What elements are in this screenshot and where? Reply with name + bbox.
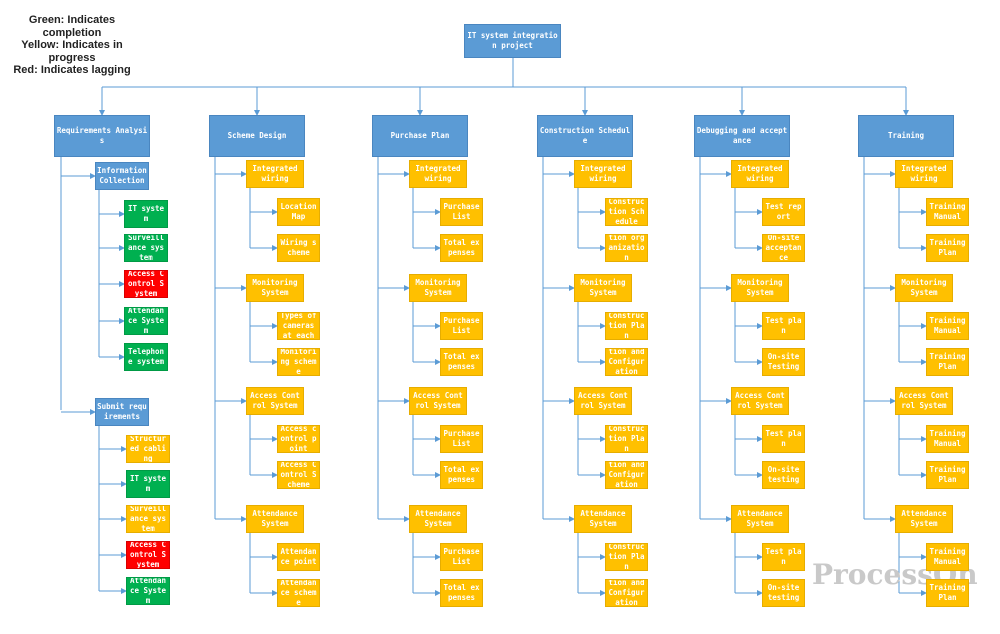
item-types-of-cameras-at-each[interactable]: Types of cameras at each	[277, 312, 320, 340]
item-tion-and-configuration[interactable]: tion and Configuration	[605, 348, 648, 376]
item-purchase-list[interactable]: Purchase List	[440, 543, 483, 571]
group-information-collection[interactable]: Information Collection	[95, 162, 149, 190]
item-total-expenses[interactable]: Total expenses	[440, 234, 483, 262]
item-structured-cabling[interactable]: Structured cabling	[126, 435, 170, 463]
column-title-scheme-design[interactable]: Scheme Design	[209, 115, 305, 157]
item-location-map[interactable]: Location Map	[277, 198, 320, 226]
item-monitoring-scheme[interactable]: Monitoring scheme	[277, 348, 320, 376]
item-telephone-system[interactable]: Telephone system	[124, 343, 168, 371]
item-tion-and-configuration[interactable]: tion and Configuration	[605, 461, 648, 489]
group-monitoring-system[interactable]: Monitoring System	[731, 274, 789, 302]
item-training-manual[interactable]: Training Manual	[926, 198, 969, 226]
group-access-control-system[interactable]: Access Control System	[409, 387, 467, 415]
item-total-expenses[interactable]: Total expenses	[440, 348, 483, 376]
item-on-site-testing[interactable]: On-site Testing	[762, 348, 805, 376]
item-purchase-list[interactable]: Purchase List	[440, 198, 483, 226]
item-training-manual[interactable]: Training Manual	[926, 543, 969, 571]
group-monitoring-system[interactable]: Monitoring System	[409, 274, 467, 302]
item-construction-plan[interactable]: Construction Plan	[605, 312, 648, 340]
item-test-plan[interactable]: Test plan	[762, 425, 805, 453]
item-training-manual[interactable]: Training Manual	[926, 312, 969, 340]
group-monitoring-system[interactable]: Monitoring System	[574, 274, 632, 302]
item-access-control-scheme[interactable]: Access Control Scheme	[277, 461, 320, 489]
item-attendance-point[interactable]: Attendance point	[277, 543, 320, 571]
item-test-plan[interactable]: Test plan	[762, 543, 805, 571]
column-title-purchase-plan[interactable]: Purchase Plan	[372, 115, 468, 157]
item-attendance-system[interactable]: Attendance System	[126, 577, 170, 605]
item-attendance-scheme[interactable]: Attendance scheme	[277, 579, 320, 607]
item-surveillance-system[interactable]: Surveillance system	[126, 505, 170, 533]
item-total-expenses[interactable]: Total expenses	[440, 461, 483, 489]
item-test-plan[interactable]: Test plan	[762, 312, 805, 340]
root-node[interactable]: IT system integration project	[464, 24, 561, 58]
item-training-plan[interactable]: Training Plan	[926, 579, 969, 607]
item-construction-schedule[interactable]: Construction Schedule	[605, 198, 648, 226]
group-access-control-system[interactable]: Access Control System	[731, 387, 789, 415]
item-training-plan[interactable]: Training Plan	[926, 348, 969, 376]
item-access-control-point[interactable]: Access control point	[277, 425, 320, 453]
column-title-requirements-analysis[interactable]: Requirements Analysis	[54, 115, 150, 157]
group-attendance-system[interactable]: Attendance System	[409, 505, 467, 533]
group-integrated-wiring[interactable]: Integrated wiring	[574, 160, 632, 188]
item-tion-organization[interactable]: tion organization	[605, 234, 648, 262]
item-training-plan[interactable]: Training Plan	[926, 461, 969, 489]
group-integrated-wiring[interactable]: Integrated wiring	[409, 160, 467, 188]
item-access-control-system[interactable]: Access Control System	[126, 541, 170, 569]
item-on-site-testing[interactable]: On-site testing	[762, 579, 805, 607]
group-access-control-system[interactable]: Access Control System	[574, 387, 632, 415]
group-access-control-system[interactable]: Access Control System	[246, 387, 304, 415]
item-construction-plan[interactable]: Construction Plan	[605, 425, 648, 453]
item-total-expenses[interactable]: Total expenses	[440, 579, 483, 607]
item-it-system[interactable]: IT system	[126, 470, 170, 498]
legend-green: Green: Indicates completion	[28, 14, 116, 39]
column-title-training[interactable]: Training	[858, 115, 954, 157]
item-test-report[interactable]: Test report	[762, 198, 805, 226]
group-monitoring-system[interactable]: Monitoring System	[246, 274, 304, 302]
group-monitoring-system[interactable]: Monitoring System	[895, 274, 953, 302]
item-attendance-system[interactable]: Attendance System	[124, 307, 168, 335]
group-access-control-system[interactable]: Access Control System	[895, 387, 953, 415]
column-title-debugging-and-acceptance[interactable]: Debugging and acceptance	[694, 115, 790, 157]
item-purchase-list[interactable]: Purchase List	[440, 425, 483, 453]
item-on-site-testing[interactable]: On-site testing	[762, 461, 805, 489]
item-it-system[interactable]: IT system	[124, 200, 168, 228]
group-attendance-system[interactable]: Attendance System	[246, 505, 304, 533]
item-tion-and-configuration[interactable]: tion and Configuration	[605, 579, 648, 607]
legend-yellow: Yellow: Indicates in progress	[21, 39, 123, 64]
group-attendance-system[interactable]: Attendance System	[731, 505, 789, 533]
group-attendance-system[interactable]: Attendance System	[895, 505, 953, 533]
status-legend: Green: Indicates completion Yellow: Indi…	[8, 14, 136, 77]
group-submit-requirements[interactable]: Submit requirements	[95, 398, 149, 426]
item-access-control-system[interactable]: Access Control System	[124, 270, 168, 298]
group-integrated-wiring[interactable]: Integrated wiring	[246, 160, 304, 188]
group-integrated-wiring[interactable]: Integrated wiring	[895, 160, 953, 188]
item-construction-plan[interactable]: Construction Plan	[605, 543, 648, 571]
item-training-plan[interactable]: Training Plan	[926, 234, 969, 262]
item-training-manual[interactable]: Training Manual	[926, 425, 969, 453]
column-title-construction-schedule[interactable]: Construction Schedule	[537, 115, 633, 157]
group-attendance-system[interactable]: Attendance System	[574, 505, 632, 533]
item-surveillance-system[interactable]: Surveillance system	[124, 234, 168, 262]
legend-red: Red: Indicates lagging	[13, 64, 131, 76]
item-purchase-list[interactable]: Purchase List	[440, 312, 483, 340]
item-wiring-scheme[interactable]: Wiring scheme	[277, 234, 320, 262]
item-on-site-acceptance[interactable]: On-site acceptance	[762, 234, 805, 262]
group-integrated-wiring[interactable]: Integrated wiring	[731, 160, 789, 188]
